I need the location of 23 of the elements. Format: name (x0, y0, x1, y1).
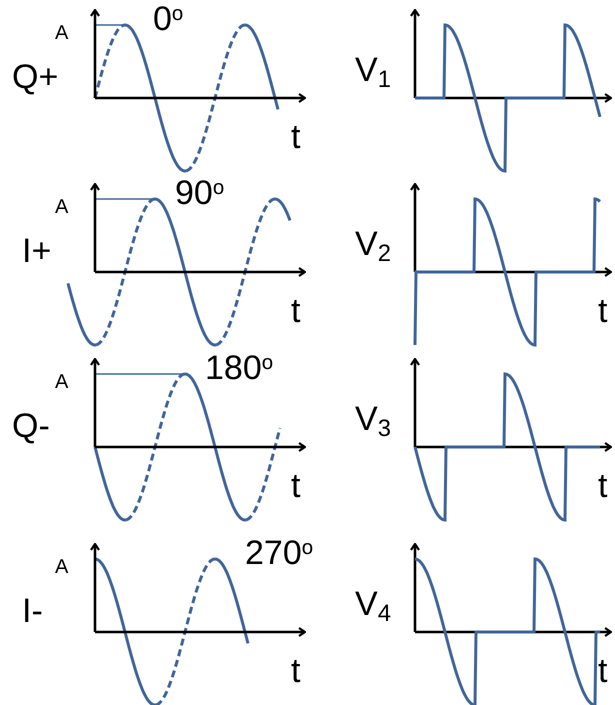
axis-label: t (598, 654, 608, 688)
phase-label: 270$^{o}$ (245, 536, 314, 570)
axis-label: t (291, 120, 300, 154)
signal-label: I- (22, 594, 43, 628)
signal-label: V$_{3}$ (355, 402, 391, 436)
signal-label: Q+ (12, 60, 58, 94)
axis-label: t (291, 469, 300, 503)
phase-label: 0$^{o}$ (153, 2, 184, 36)
amplitude-label: A (55, 21, 68, 46)
axis-label: t (598, 469, 608, 503)
signal-label: V$_{4}$ (355, 587, 391, 621)
amplitude-label: A (55, 370, 68, 395)
phase-label: 180$^{o}$ (205, 351, 274, 385)
signal-label: V$_{1}$ (355, 53, 391, 87)
axis-label: t (291, 294, 300, 328)
signal-label: I+ (22, 234, 52, 268)
amplitude-label: A (55, 555, 68, 580)
signal-label: Q- (12, 409, 50, 443)
axis-label: t (598, 294, 608, 328)
phase-label: 90$^{o}$ (175, 176, 224, 210)
axis-label: t (291, 654, 300, 688)
amplitude-label: A (55, 195, 68, 220)
signal-label: V$_{2}$ (355, 227, 391, 261)
